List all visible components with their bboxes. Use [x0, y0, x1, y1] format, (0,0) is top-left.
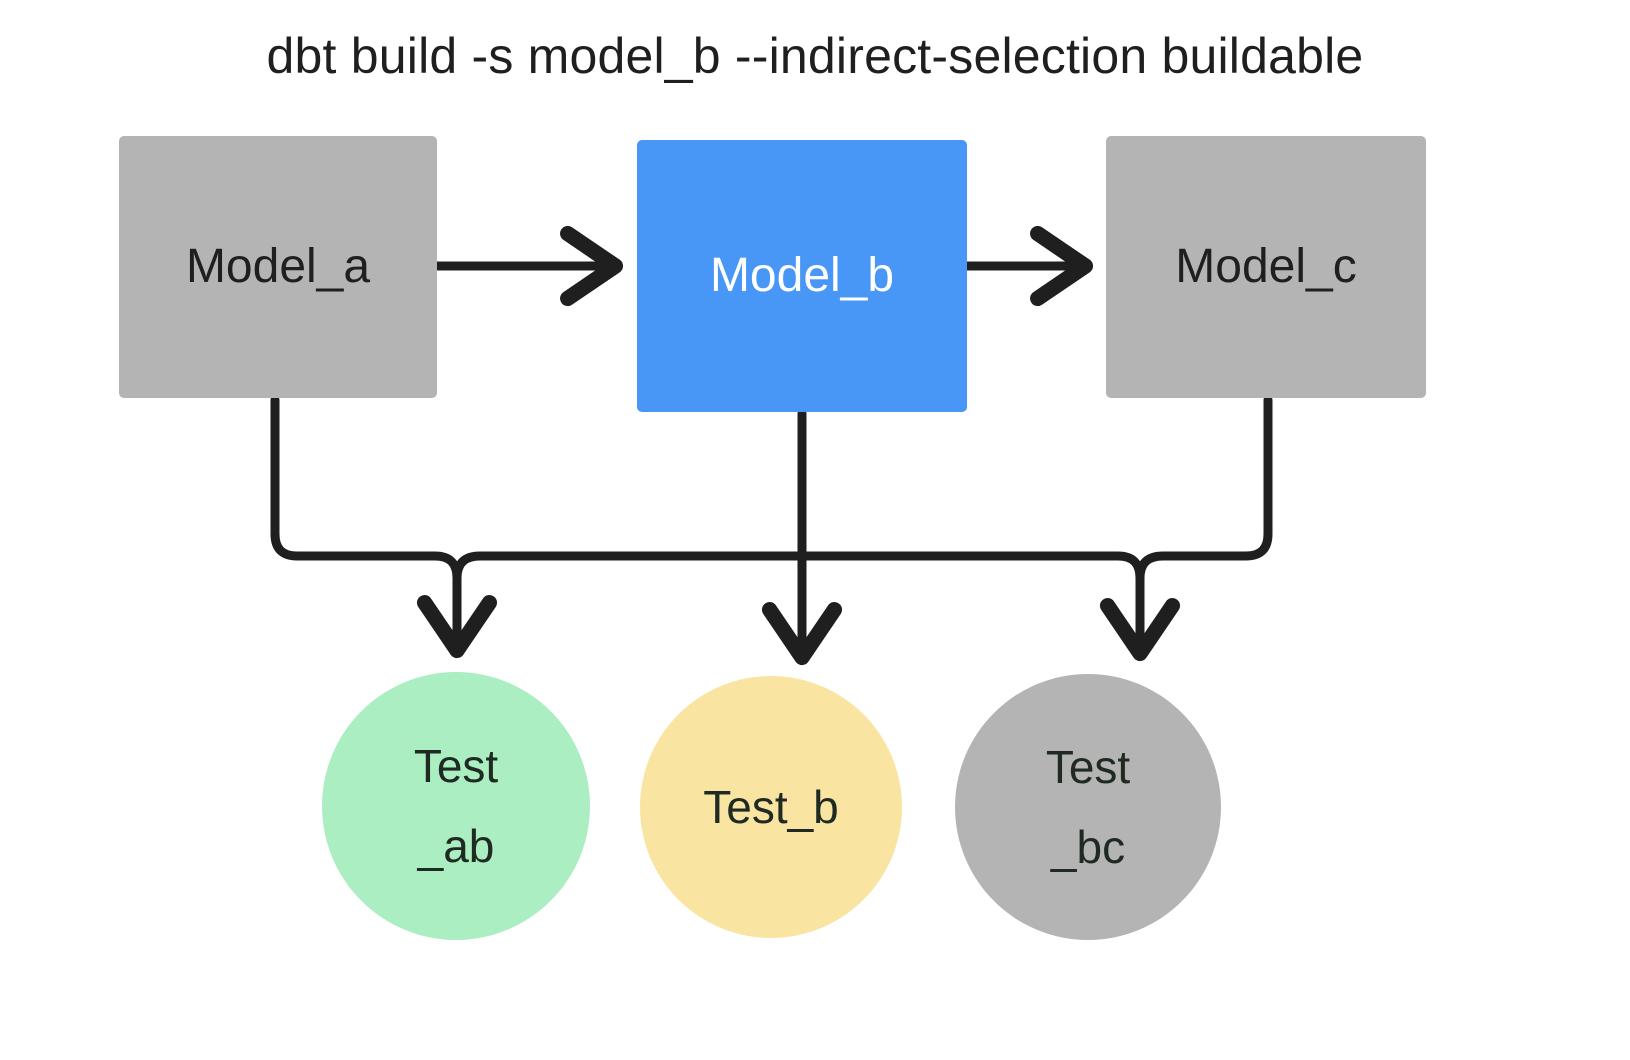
- node-model-a-label: Model_a: [185, 240, 371, 293]
- node-model-c[interactable]: Model_c: [1106, 136, 1426, 398]
- node-test-b-label: Test_b: [703, 781, 839, 833]
- diagram-title: dbt build -s model_b --indirect-selectio…: [266, 28, 1364, 84]
- edge-model-b-to-test-bc: [797, 551, 1181, 662]
- node-test-bc[interactable]: Test _bc: [955, 674, 1221, 940]
- edge-model-a-to-test-ab: [270, 395, 498, 659]
- edge-model-b-to-test-ab: [452, 409, 807, 583]
- node-model-b-label: Model_b: [709, 249, 895, 302]
- node-model-b[interactable]: Model_b: [637, 140, 967, 412]
- node-test-bc-label: Test _bc: [1045, 741, 1131, 873]
- node-test-b[interactable]: Test_b: [640, 676, 902, 938]
- node-test-ab[interactable]: Test _ab: [322, 672, 590, 940]
- node-model-c-label: Model_c: [1175, 240, 1357, 293]
- edge-model-c-to-test-bc: [1135, 395, 1273, 583]
- node-test-ab-label: Test _ab: [413, 740, 499, 872]
- node-model-a[interactable]: Model_a: [119, 136, 437, 398]
